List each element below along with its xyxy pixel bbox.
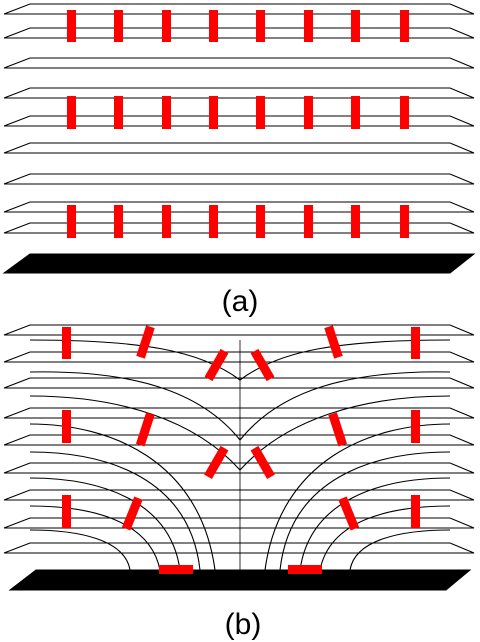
rod [250, 348, 275, 382]
rod [411, 410, 420, 443]
layer [3, 57, 475, 69]
layer [3, 542, 475, 554]
rod [159, 565, 193, 574]
rod [209, 96, 218, 129]
rod [250, 445, 275, 479]
rod [338, 496, 360, 531]
rod [67, 205, 76, 238]
rod [121, 496, 143, 531]
curve [349, 529, 451, 571]
rod [162, 96, 171, 129]
rod [304, 205, 313, 238]
rod [351, 205, 360, 238]
panel-a-rods [67, 10, 409, 238]
layer [3, 434, 475, 446]
rod [351, 96, 360, 129]
rod [328, 412, 348, 447]
rod [67, 10, 76, 42]
rod [304, 96, 313, 129]
rod [400, 205, 409, 238]
curve [29, 423, 216, 571]
rod [411, 495, 420, 528]
curve [29, 529, 131, 571]
curve [29, 477, 181, 571]
rod [351, 10, 360, 42]
layer [3, 489, 475, 501]
rod [136, 325, 155, 359]
rod [400, 96, 409, 129]
layer [3, 173, 475, 185]
curve [29, 505, 161, 571]
rod [114, 96, 123, 129]
curve [239, 371, 451, 441]
layer [3, 324, 475, 336]
curve [319, 505, 451, 571]
rod [304, 10, 313, 42]
panel-a-label: (a) [222, 285, 259, 318]
layer [3, 351, 475, 363]
rod [62, 495, 71, 528]
layer [3, 142, 475, 154]
rod [400, 10, 409, 42]
curve [29, 395, 241, 471]
rod [162, 205, 171, 238]
panel-a-substrate [2, 253, 476, 274]
layer [3, 407, 475, 419]
rod [204, 445, 229, 479]
layer [3, 462, 475, 474]
layer [3, 377, 475, 389]
rod [62, 410, 71, 443]
rod [162, 10, 171, 42]
rod [209, 10, 218, 42]
rod [288, 565, 322, 574]
rod [256, 205, 265, 238]
curve [299, 477, 451, 571]
rod [135, 412, 155, 447]
rod [67, 96, 76, 129]
rod [324, 325, 343, 359]
rod [256, 96, 265, 129]
rod [411, 327, 420, 359]
panel-a: (a) [2, 3, 476, 318]
panel-b-substrate [8, 569, 472, 591]
rod [114, 10, 123, 42]
curve [279, 451, 451, 571]
rod [62, 327, 71, 359]
layer [3, 87, 475, 99]
layer [3, 517, 475, 529]
curve [29, 451, 201, 571]
panel-b: (b) [3, 324, 475, 641]
rod [209, 205, 218, 238]
rod [256, 10, 265, 42]
panel-b-label: (b) [225, 608, 262, 641]
panel-b-layers [3, 324, 475, 554]
rod [114, 205, 123, 238]
panel-b-rods [62, 325, 420, 574]
curve [29, 371, 241, 441]
rod [204, 348, 229, 382]
